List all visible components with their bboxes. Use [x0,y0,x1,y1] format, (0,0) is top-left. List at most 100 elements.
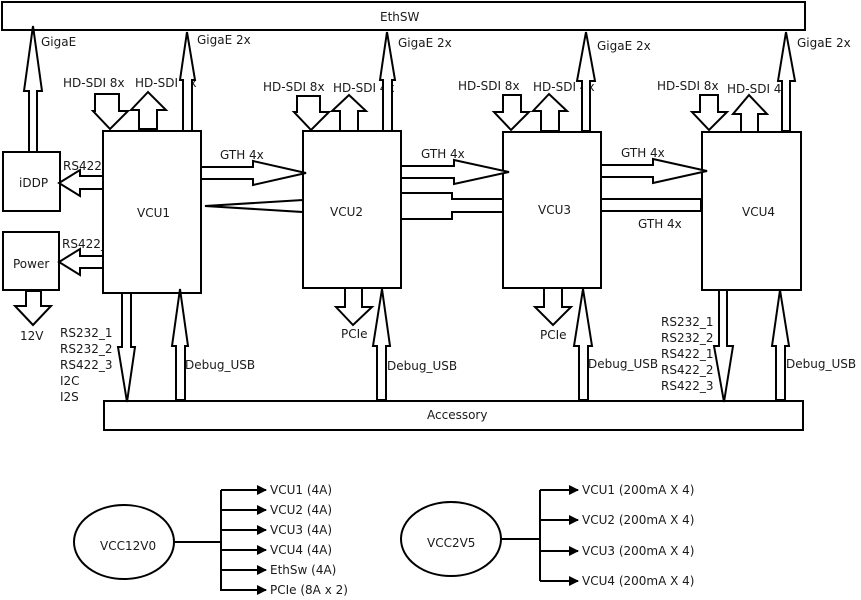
gigae-2x-arrow [178,31,197,132]
vcu4-block[interactable]: VCU4 [701,131,802,291]
vcu4-accessory-signal: RS232_2 [661,331,714,345]
hdsdi-out-label: HD-SDI 4x [333,81,395,95]
debug-usb-arrow [770,289,791,401]
power-load-label: VCU3 (200mA X 4) [582,544,694,558]
gigae-2x-label: GigaE 2x [797,36,851,50]
hdsdi-in-label: HD-SDI 8x [657,79,719,93]
12v-label: 12V [20,329,44,343]
debug-usb-arrow [572,288,594,401]
power-load-label: VCU3 (4A) [270,523,332,537]
vcu1-accessory-signal: RS232_1 [60,326,113,340]
gth-vcu2-vcu3: GTH 4x [400,147,510,220]
hdsdi-in-arrow [291,95,332,132]
vcu1-io-top: HD-SDI 8x HD-SDI 4x GigaE 2x [63,31,251,132]
power-rail-vcc12v0: VCC12V0 VCU1 (4A) VCU2 (4A) VCU3 (4A) VCU4 … [73,483,348,597]
vcu2-block[interactable]: VCU2 [302,130,402,289]
gth-return-arrow [204,198,304,214]
gigae-iddp-arrow: GigaE [22,25,76,153]
gth-return-link [600,198,702,212]
gth-forward-arrow [400,158,510,186]
hdsdi-out-arrow [329,93,369,132]
power-block[interactable]: Power [2,231,60,291]
debug-usb-label: Debug_USB [786,357,856,371]
power-rail-vcc2v5: VCC2V5 VCU1 (200mA X 4) VCU2 (200mA X 4) V… [400,483,694,588]
vcu4-accessory-signal: RS232_1 [661,315,714,329]
hdsdi-in-arrow [689,94,730,132]
gth-forward-arrow [600,157,708,185]
debug-usb-label: Debug_USB [185,358,255,372]
vcu2-label: VCU2 [330,205,363,219]
vcu4-accessory-signal: RS422_3 [661,379,714,393]
rs422-1-label: RS422_1 [62,237,115,251]
vcc2v5-label: VCC2V5 [427,536,475,550]
vcu1-accessory-signal: I2S [60,390,79,404]
vcu4-accessory-signal: RS422_2 [661,363,714,377]
power-load-label: VCU2 (4A) [270,503,332,517]
gigae-iddp-label: GigaE [41,35,76,49]
iddp-block[interactable]: iDDP [2,151,61,212]
ethsw-block[interactable]: EthSW [1,1,806,31]
vcu3-io-bottom: PCIe Debug_USB [532,287,658,401]
accessory-label: Accessory [427,408,487,422]
hdsdi-out-arrow [128,90,169,130]
vcu1-block[interactable]: VCU1 [102,130,202,294]
vcu3-block[interactable]: VCU3 [502,131,602,289]
vcu1-accessory-signal: RS422_3 [60,358,113,372]
gigae-2x-arrow [776,31,797,132]
pcie-label: PCIe [540,328,567,342]
hdsdi-in-arrow [491,94,532,132]
vcu4-io-bottom: RS232_1 RS232_2 RS422_1 RS422_2 RS422_3 … [661,289,856,403]
hdsdi-out-arrow [730,93,770,133]
12v-arrow: 12V [12,290,54,343]
gth-label: GTH 4x [621,146,665,160]
ethsw-label: EthSW [380,10,420,24]
vcu4-io-top: HD-SDI 8x HD-SDI 4x GigaE 2x [657,31,851,133]
vcu1-io-bottom: RS232_1 RS232_2 RS422_3 I2C I2S Debug_US… [60,288,255,404]
gth-return-arrow [400,192,504,220]
gth-label: GTH 4x [220,148,264,162]
vcu1-accessory-signal: I2C [60,374,80,388]
gigae-2x-arrow [378,31,397,132]
hdsdi-in-arrow [90,93,131,131]
vcu4-label: VCU4 [742,205,775,219]
power-load-label: PCIe (8A x 2) [270,583,348,597]
pcie-arrow [532,287,574,327]
hdsdi-in-label: HD-SDI 8x [263,80,325,94]
gigae-2x-label: GigaE 2x [597,39,651,53]
power-load-label: VCU4 (4A) [270,543,332,557]
vcu3-io-top: HD-SDI 8x HD-SDI 4x GigaE 2x [458,31,651,132]
pcie-arrow [333,287,375,327]
gth-vcu3-vcu4: GTH 4x GTH 4x [600,146,708,231]
gigae-2x-label: GigaE 2x [197,33,251,47]
vcu1-accessory-signal: RS232_2 [60,342,113,356]
power-load-label: VCU2 (200mA X 4) [582,513,694,527]
debug-usb-arrow [170,288,190,401]
rs422-1-arrow: RS422_1 [57,237,115,277]
vcu4-accessory-arrow [712,289,735,403]
iddp-label: iDDP [19,176,48,190]
hdsdi-out-arrow [530,92,570,132]
vcu2-io-bottom: PCIe Debug_USB [333,287,457,401]
power-label: Power [13,257,49,271]
gth-forward-arrow [200,159,307,187]
vcu1-accessory-arrow [116,292,137,403]
hdsdi-out-label: HD-SDI 4x [533,80,595,94]
vcu1-label: VCU1 [137,206,170,220]
power-load-label: VCU1 (200mA X 4) [582,483,694,497]
power-load-label: VCU4 (200mA X 4) [582,574,694,588]
debug-usb-label: Debug_USB [588,357,658,371]
debug-usb-arrow [371,288,392,401]
gth-label-return: GTH 4x [638,217,682,231]
hdsdi-in-label: HD-SDI 8x [63,76,125,90]
vcc12v0-label: VCC12V0 [100,539,156,553]
accessory-block[interactable]: Accessory [103,400,804,431]
gigae-2x-arrow [575,31,597,132]
pcie-label: PCIe [341,327,368,341]
hdsdi-out-label: HD-SDI 4x [727,82,789,96]
gth-vcu1-vcu2: GTH 4x [200,148,307,214]
gth-label: GTH 4x [421,147,465,161]
vcu4-accessory-signal: RS422_1 [661,347,714,361]
power-load-label: VCU1 (4A) [270,483,332,497]
vcu3-label: VCU3 [538,203,571,217]
